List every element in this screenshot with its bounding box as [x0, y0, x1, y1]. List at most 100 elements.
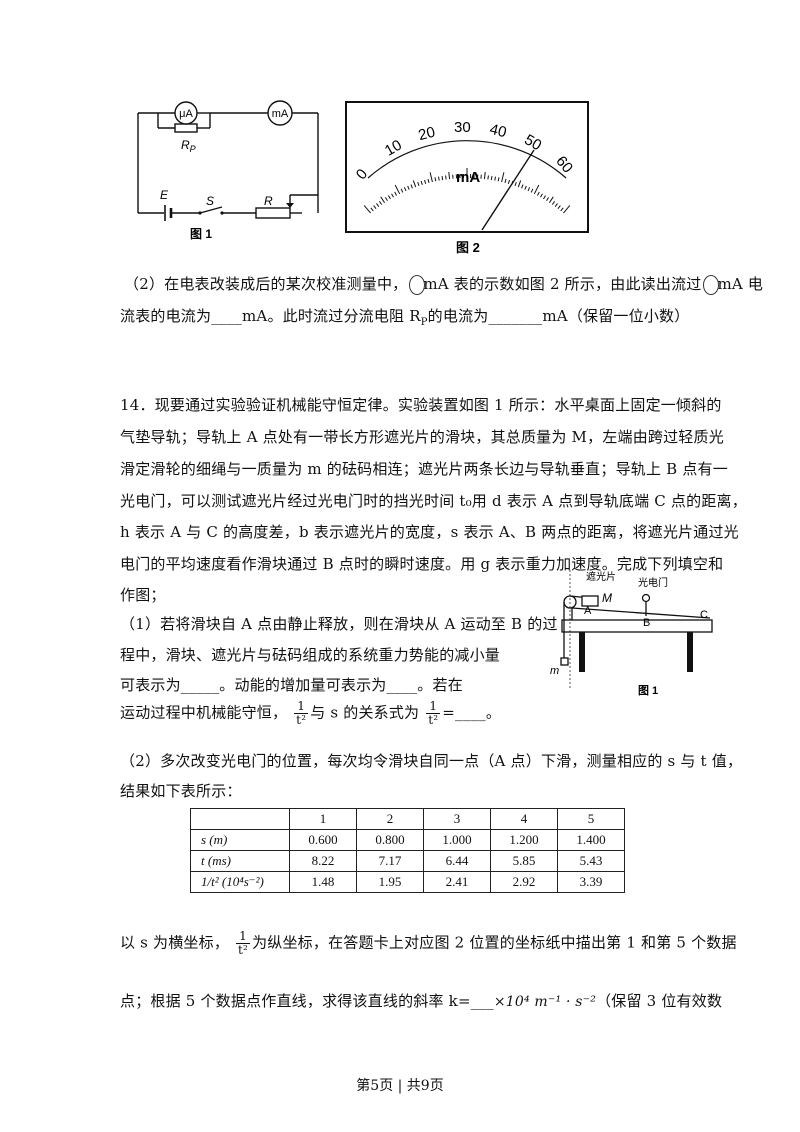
- dial-tick: [391, 193, 394, 198]
- dial-tick: [394, 191, 398, 196]
- table-row: 1/t² (10⁴s⁻²) 1.48 1.95 2.41 2.92 3.39: [190, 871, 625, 893]
- dial-tick: [380, 196, 385, 203]
- dial-tick: [507, 179, 510, 184]
- meter-circle-icon: [409, 275, 426, 295]
- dial-tick: [554, 203, 558, 207]
- dial-tick: [540, 193, 543, 198]
- dial-tick: [517, 180, 522, 188]
- meter-dial-figure: 0 10 20 30 40 50 60 mA 图 2: [345, 101, 589, 255]
- meter-unit: mA: [456, 169, 480, 186]
- dial-tick: [521, 184, 524, 189]
- dial-tick: [504, 178, 507, 184]
- dial-tick: [370, 207, 374, 212]
- fig2-caption: 图 2: [456, 240, 480, 255]
- dial-tick: [533, 184, 540, 195]
- dial-tick: [543, 195, 546, 200]
- rp-label: RP: [181, 138, 196, 154]
- dial-tick: [407, 185, 410, 190]
- fig1-caption: 图 1: [190, 227, 212, 241]
- dial-tick: [373, 205, 377, 210]
- dial-tick: [363, 205, 371, 214]
- dial-tick: [448, 172, 451, 180]
- q14-part1-line1: （1）若将滑块自 A 点由静止释放，则在滑块从 A 运动至 B 的过: [120, 615, 558, 633]
- q14-part2-line1: （2）多次改变光电门的位置，每次均令滑块自同一点（A 点）下滑，测量相应的 s …: [120, 752, 743, 770]
- dial-tick: [410, 184, 413, 189]
- q14-part2-line2: 结果如下表所示：: [120, 782, 242, 800]
- meter-needle: [481, 149, 535, 231]
- dial-tick: [417, 181, 420, 187]
- dial-tick: [560, 207, 564, 212]
- dial-tick: [524, 185, 527, 190]
- dial-tick: [388, 195, 391, 200]
- meter-circle-icon: [703, 275, 720, 295]
- dial-tick: [557, 205, 561, 210]
- tick-label-50: 50: [521, 131, 544, 154]
- circuit-figure: μA mA RP E S R 图 1: [137, 100, 319, 241]
- shade-plate-label: 遮光片: [586, 570, 616, 583]
- dial-tick: [546, 197, 550, 202]
- q14-part1-line2: 程中，滑块、遮光片与砝码组成的系统重力势能的减小量: [120, 646, 501, 664]
- mass-m-label: m: [550, 665, 559, 677]
- emf-label: E: [160, 188, 169, 202]
- q14-line4: 光电门，可以测试遮光片经过光电门时的挡光时间 t₀用 d 表示 A 点到导轨底端…: [120, 492, 747, 510]
- q13-part2-line2: 流表的电流为____mA。此时流过分流电阻 RP的电流为_______mA（保留…: [120, 307, 690, 328]
- q14-line1: 14．现要通过实验验证机械能守恒定律。实验装置如图 1 所示：水平桌面上固定一倾…: [120, 396, 722, 414]
- dial-tick: [441, 175, 444, 181]
- dial-tick: [394, 184, 401, 195]
- tick-label-10: 10: [382, 137, 405, 160]
- measurement-table: 1 2 3 4 5 s (m) 0.600 0.800 1.000 1.200 …: [190, 808, 625, 893]
- tick-label-60: 60: [552, 153, 576, 177]
- table-header-row: 1 2 3 4 5: [190, 808, 625, 830]
- dial-tick: [420, 180, 423, 185]
- dial-tick: [378, 201, 383, 205]
- tick-label-0: 0: [353, 166, 371, 183]
- dial-tick: [497, 177, 500, 182]
- q14-line5: h 表示 A 与 C 的高度差，b 表示遮光片的宽度，s 表示 A、B 两点的距…: [120, 523, 739, 541]
- microammeter-label: μA: [179, 108, 193, 120]
- dial-tick: [403, 187, 407, 192]
- dial-tick: [527, 187, 531, 192]
- tick-label-40: 40: [488, 121, 508, 142]
- dial-tick: [400, 188, 404, 193]
- q14-part1-line3: 可表示为_____。动能的增加量可表示为____。若在: [120, 676, 463, 694]
- dial-tick: [429, 172, 433, 183]
- dial-tick: [438, 176, 440, 181]
- apparatus-caption: 图 1: [638, 684, 658, 697]
- dial-tick: [412, 180, 417, 188]
- table-row: t (ms) 8.22 7.17 6.44 5.85 5.43: [190, 850, 625, 872]
- q14-line7: 作图；: [120, 586, 166, 604]
- dial-tick: [490, 175, 493, 181]
- dial-tick: [551, 201, 556, 205]
- dial-tick: [445, 175, 447, 180]
- page-footer: 第5页 | 共9页: [356, 1078, 444, 1094]
- table-row: s (m) 0.600 0.800 1.000 1.200 1.400: [190, 829, 625, 851]
- dial-tick: [483, 172, 486, 180]
- tick-label-20: 20: [417, 124, 437, 145]
- dial-tick: [487, 175, 489, 180]
- q14-line3: 滑定滑轮的细绳与一质量为 m 的砝码相连；遮光片两条长边与导轨垂直；导轨上 B …: [120, 460, 728, 478]
- mass-M-label: M: [602, 591, 612, 605]
- q14-line6: 电门的平均速度看作滑块通过 B 点时的瞬时速度。用 g 表示重力加速度。完成下列…: [120, 555, 724, 573]
- tick-label-30: 30: [454, 119, 471, 136]
- point-A-label: A: [584, 605, 592, 617]
- apparatus-figure: 遮光片 光电门 M A B C m 图 1: [550, 570, 713, 697]
- photogate-label: 光电门: [638, 576, 668, 589]
- q14-part3-line2: 点；根据 5 个数据点作直线，求得该直线的斜率 k=___×10⁴ m⁻¹ · …: [120, 992, 723, 1010]
- dial-tick: [427, 178, 430, 184]
- q13-part2-line1: （2）在电表改装成后的某次校准测量中，mA 表的示数如图 2 所示，由此读出流过…: [124, 275, 764, 295]
- dial-tick: [494, 176, 496, 181]
- point-C-label: C: [700, 609, 708, 621]
- point-B-label: B: [643, 617, 650, 629]
- rheostat-label: R: [264, 194, 273, 208]
- dial-tick: [501, 172, 505, 183]
- dial-tick: [514, 181, 517, 187]
- dial-tick: [563, 205, 571, 214]
- dial-tick: [384, 197, 388, 202]
- dial-tick: [434, 177, 437, 182]
- dial-tick: [530, 188, 534, 193]
